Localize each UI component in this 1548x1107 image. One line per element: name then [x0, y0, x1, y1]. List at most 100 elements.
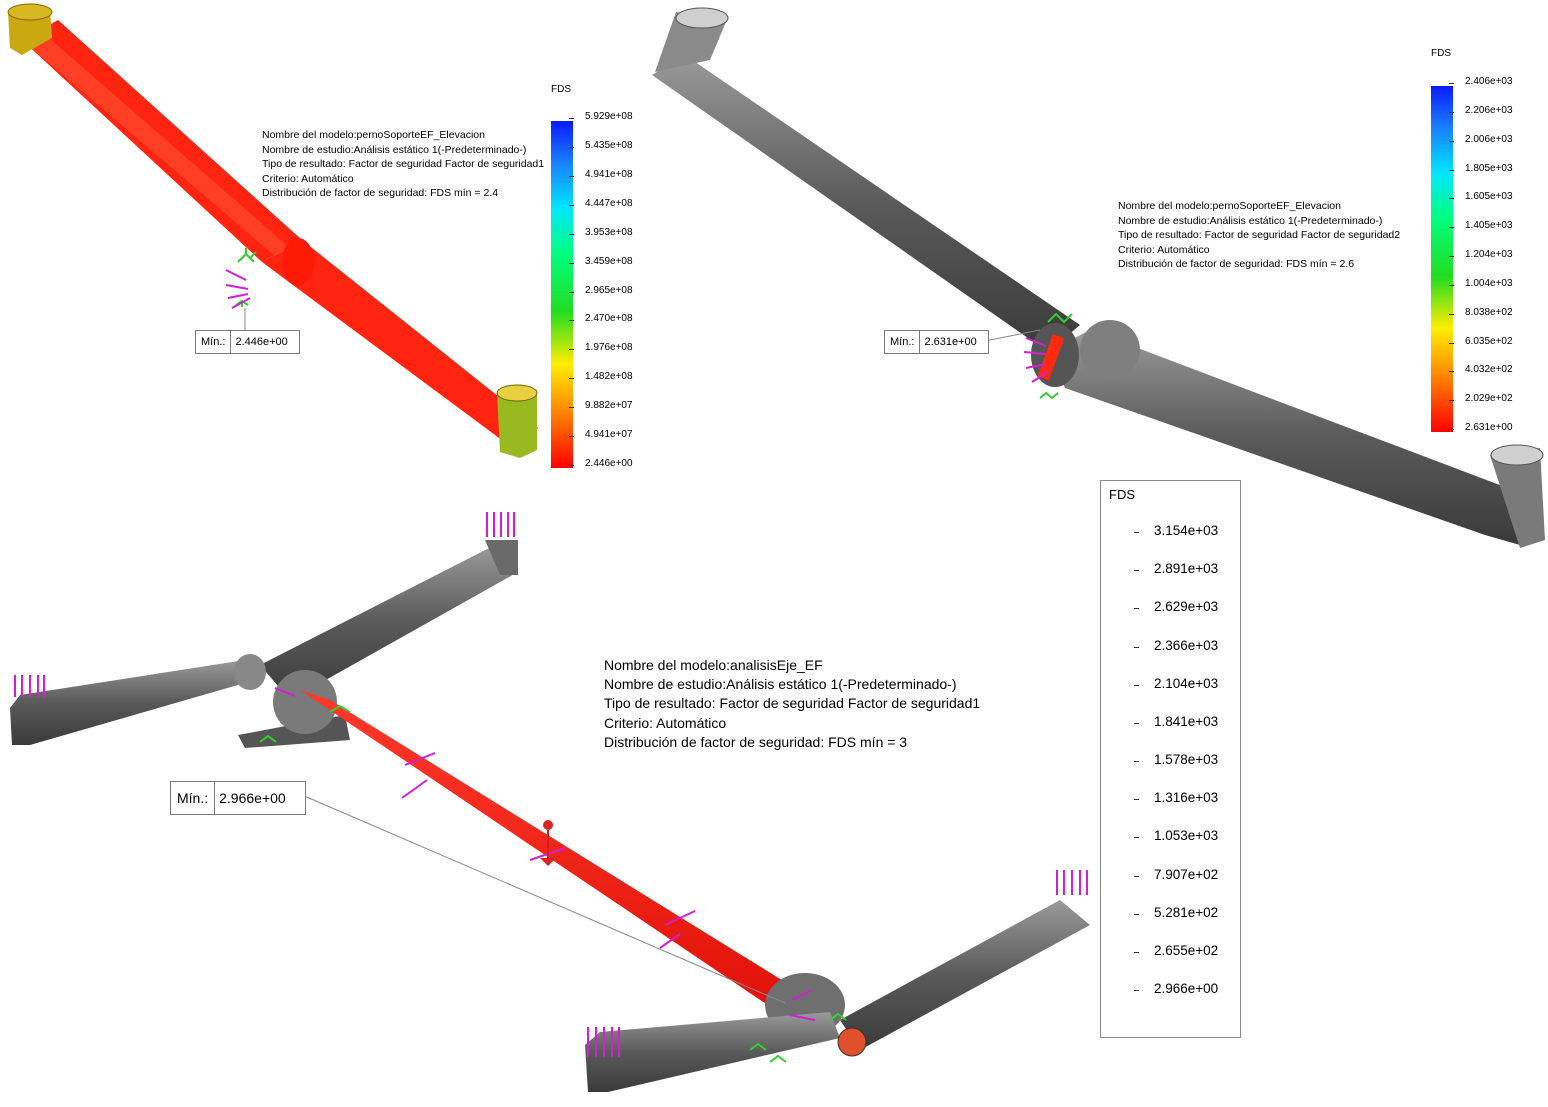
legend-tick-mark [569, 204, 574, 206]
legend-tick: 4.447e+08 [585, 197, 633, 209]
legend-tick: 7.907e+02 [1154, 866, 1219, 882]
legend-tick-mark [569, 378, 574, 380]
p2-min-callout: Mín.: 2.631e+00 [884, 330, 990, 354]
result-type: Tipo de resultado: Factor de seguridad F… [604, 695, 981, 712]
legend-tick-mark [569, 407, 574, 409]
legend-tick: 1.841e+03 [1154, 713, 1219, 729]
legend-tick-mark [569, 291, 574, 293]
min-value: 2.631e+00 [924, 336, 977, 348]
load-marks-p1 [225, 269, 251, 309]
legend-tick-mark [1449, 256, 1454, 257]
bottom-cap [497, 390, 537, 458]
legend-tick: 4.941e+08 [585, 168, 633, 180]
legend-tick: 2.891e+03 [1154, 561, 1219, 577]
legend-tick: 3.459e+08 [585, 255, 633, 267]
legend-tick-mark [569, 465, 574, 466]
min-value: 2.966e+00 [219, 790, 286, 806]
legend-tick: 1.316e+03 [1154, 790, 1219, 806]
min-label: Mín.: [196, 331, 232, 353]
legend-tick-mark [1134, 799, 1139, 801]
p1-legend-title: FDS [551, 84, 571, 95]
pillow-block [273, 670, 337, 734]
lower-arm-tube [262, 240, 538, 452]
study-name: Nombre de estudio:Análisis estático 1(-P… [604, 676, 957, 693]
upper-right-arm [260, 545, 518, 700]
legend-tick-mark [1449, 371, 1454, 373]
model-name: Nombre del modelo:analisisEje_EF [604, 657, 823, 673]
legend-tick-mark [569, 349, 574, 351]
legend-tick-mark [1449, 227, 1454, 229]
criterion: Criterio: Automático [1118, 243, 1210, 256]
legend-tick: 2.655e+02 [1154, 942, 1219, 958]
legend-tick: 1.578e+03 [1154, 752, 1219, 767]
result-type: Tipo de resultado: Factor de seguridad F… [1118, 229, 1401, 241]
legend-tick: 2.104e+03 [1154, 675, 1219, 691]
legend-tick-mark [1449, 83, 1454, 84]
legend-tick: 2.470e+08 [585, 313, 633, 325]
distribution: Distribución de factor de seguridad: FDS… [1118, 258, 1355, 270]
shaft-end [837, 1027, 867, 1057]
fixture-marks-p2 [1039, 312, 1073, 400]
upper-arm-tube [652, 55, 1080, 352]
legend-tick-mark [1134, 837, 1139, 839]
legend-tick: 1.405e+03 [1465, 220, 1513, 232]
legend-tick-mark [569, 146, 574, 148]
legend-tick: 5.929e+08 [585, 111, 633, 122]
legend-tick: 2.029e+02 [1465, 393, 1513, 405]
p3-min-callout: Mín.: 2.966e+00 [170, 781, 307, 815]
legend-tick-mark [569, 233, 574, 235]
legend-tick-mark [1134, 951, 1139, 953]
legend-tick-mark [1134, 532, 1139, 533]
legend-tick-mark [569, 175, 574, 177]
p2-legend-title: FDS [1431, 48, 1451, 59]
legend-tick: 2.631e+00 [1465, 422, 1513, 433]
legend-tick-mark [569, 262, 574, 264]
legend-tick-mark [1134, 608, 1139, 610]
legend-tick-mark [1449, 169, 1454, 171]
legend-tick: 1.004e+03 [1465, 277, 1513, 289]
study-name: Nombre de estudio:Análisis estático 1(-P… [262, 143, 527, 156]
legend-tick: 3.953e+08 [585, 226, 633, 238]
p3-info: Nombre del modelo:analisisEje_EF Nombre … [604, 656, 980, 752]
legend-tick: 1.204e+03 [1465, 249, 1513, 260]
panel2-model [652, 7, 1545, 548]
legend-tick-mark [1449, 342, 1454, 344]
legend-bar-p1 [551, 121, 573, 468]
legend-tick: 4.941e+07 [585, 429, 633, 441]
model-name: Nombre del modelo:pernoSoporteEF_Elevaci… [1118, 200, 1341, 212]
legend-tick-mark [1134, 684, 1139, 686]
result-type: Tipo de resultado: Factor de seguridad F… [262, 158, 545, 170]
legend-tick: 3.154e+03 [1154, 523, 1219, 538]
legend-tick-mark [1134, 990, 1139, 991]
legend-tick-mark [1449, 284, 1454, 286]
legend-tick-mark [1134, 875, 1139, 877]
lower-left-arm [585, 1012, 840, 1092]
legend-tick: 2.366e+03 [1154, 637, 1219, 653]
legend-tick: 5.281e+02 [1154, 904, 1219, 920]
legend-tick-mark [569, 320, 574, 322]
lower-arm-tube [1048, 330, 1520, 545]
legend-tick: 6.035e+02 [1465, 335, 1513, 347]
legend-tick: 2.965e+08 [585, 284, 633, 296]
legend-tick: 2.446e+00 [585, 458, 633, 469]
legend-tick: 4.032e+02 [1465, 364, 1513, 376]
legend-tick: 9.882e+07 [585, 400, 633, 412]
p1-info: Nombre del modelo:pernoSoporteEF_Elevaci… [262, 128, 544, 201]
legend-tick-mark [1449, 198, 1454, 200]
lower-right-arm [840, 900, 1090, 1050]
legend-tick-mark [1134, 913, 1139, 915]
study-name: Nombre de estudio:Análisis estático 1(-P… [1118, 214, 1383, 227]
left-hub-ring [234, 654, 266, 690]
distribution: Distribución de factor de seguridad: FDS… [262, 187, 499, 199]
red-shaft [300, 690, 822, 1020]
hub-housing [1080, 320, 1140, 380]
legend-tick-mark [569, 436, 574, 438]
legend-tick: 5.435e+08 [585, 139, 633, 151]
legend-tick: 1.805e+03 [1465, 162, 1513, 174]
distribution: Distribución de factor de seguridad: FDS… [604, 733, 908, 750]
model-name: Nombre del modelo:pernoSoporteEF_Elevaci… [262, 129, 485, 141]
panel3-model [10, 512, 1090, 1092]
legend-tick: 1.053e+03 [1154, 828, 1219, 844]
legend-tick-mark [1134, 722, 1139, 724]
